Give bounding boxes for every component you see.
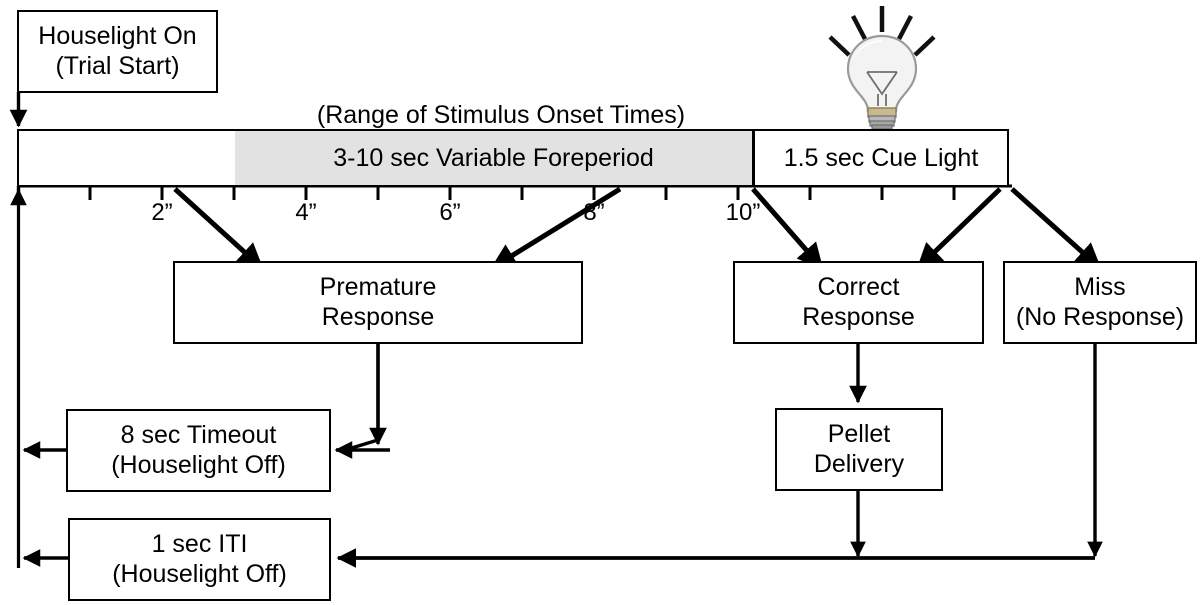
range-of-stimulus-onset-times-label: (Range of Stimulus Onset Times) [316,101,686,129]
miss-line2: (No Response) [1015,302,1185,331]
timeout-line2: (Houselight Off) [111,450,286,479]
foreperiod-label: 3-10 sec Variable Foreperiod [333,143,654,172]
houselight-on-line2: (Trial Start) [55,51,180,80]
variable-foreperiod-segment: 3-10 sec Variable Foreperiod [235,131,752,185]
tick-label-10s: 10” [725,199,761,226]
node-pellet-delivery[interactable]: Pellet Delivery [775,408,943,491]
tick-label-6s: 6” [439,199,461,226]
edge-cue-end-to-miss [1010,187,1102,270]
tick-label-2s: 2” [151,199,173,226]
edge-late-to-premature [490,186,622,271]
premature-line1: Premature [319,273,437,301]
node-iti[interactable]: 1 sec ITI (Houselight Off) [68,518,331,601]
iti-line1: 1 sec ITI [151,530,248,558]
node-houselight-on[interactable]: Houselight On (Trial Start) [17,10,218,93]
cue-light-label: 1.5 sec Cue Light [783,143,979,172]
houselight-on-line1: Houselight On [38,22,197,50]
iti-line2: (Houselight Off) [112,559,287,588]
tick-label-8s: 8” [583,199,605,226]
timeline-ticks [88,186,956,200]
correct-line2: Response [802,302,915,331]
node-miss[interactable]: Miss (No Response) [1003,261,1197,344]
cue-light-segment: 1.5 sec Cue Light [753,129,1009,187]
edge-cue-start-to-correct [751,187,824,270]
pellet-line1: Pellet [827,420,891,448]
node-timeout[interactable]: 8 sec Timeout (Houselight Off) [66,409,331,492]
pellet-line2: Delivery [813,449,905,478]
correct-line1: Correct [817,273,900,301]
edge-early-to-premature [173,187,264,270]
lightbulb-icon [812,2,952,133]
edge-premature-down [344,344,380,452]
node-premature-response[interactable]: Premature Response [173,261,583,344]
edge-cue-end-to-correct [916,187,1002,270]
miss-line1: Miss [1074,273,1126,301]
node-correct-response[interactable]: Correct Response [733,261,984,344]
timeout-line1: 8 sec Timeout [120,421,277,449]
tick-label-4s: 4” [295,199,317,226]
premature-line2: Response [321,302,435,331]
